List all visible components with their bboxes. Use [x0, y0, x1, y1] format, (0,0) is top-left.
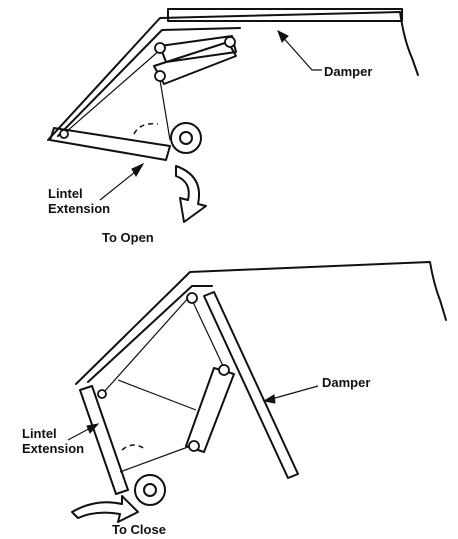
bottom-link-rod-1: [103, 295, 191, 393]
bottom-lintel-label-line2: Extension: [22, 441, 84, 456]
top-curved-arrow-icon: [175, 165, 207, 223]
top-rotation-arc: [133, 122, 159, 135]
bottom-damper-leader: [267, 385, 319, 401]
bottom-lintel-leader-arrowhead: [86, 423, 100, 434]
top-lintel-label-line2: Extension: [48, 201, 110, 216]
top-pivot-pin-3: [154, 70, 166, 82]
top-housing-outline: [47, 11, 419, 141]
top-link-rod: [65, 49, 161, 133]
top-pivot-pin-1: [154, 42, 166, 54]
bottom-curved-arrow-icon: [71, 495, 139, 523]
bottom-damper-label: Damper: [322, 375, 370, 390]
bottom-lintel-extension: [79, 385, 129, 495]
bottom-damper-plate: [203, 291, 299, 479]
bottom-rotation-arc: [121, 444, 147, 451]
top-view: Damper Lintel Extension To Open: [47, 8, 419, 245]
bottom-link-rod-3: [119, 443, 197, 473]
top-lintel-leader: [99, 167, 141, 201]
bottom-damper-leader-arrowhead: [262, 394, 276, 404]
bottom-housing-outline: [75, 261, 447, 385]
top-damper-leader-arrowhead: [277, 29, 289, 43]
bottom-handle-ring-icon: [134, 474, 166, 506]
bottom-view: Damper Lintel Extension To Close: [22, 261, 447, 537]
top-housing-inner: [57, 27, 241, 137]
top-lintel-extension: [49, 127, 171, 161]
bottom-lintel-label-line1: Lintel: [22, 426, 57, 441]
top-link-arm-upper: [159, 35, 237, 63]
top-damper-label: Damper: [324, 64, 372, 79]
top-damper-leader: [279, 33, 322, 71]
top-pivot-pin-4: [59, 129, 69, 139]
bottom-handle-ring-inner: [143, 483, 157, 497]
bottom-housing-inner: [87, 285, 213, 383]
top-link-rod-2: [159, 79, 171, 141]
top-action-label: To Open: [102, 230, 154, 245]
bottom-pivot-pin-2: [218, 364, 230, 376]
top-damper-plate: [167, 8, 403, 22]
bottom-link-rod-2: [117, 379, 197, 411]
bottom-link-arm: [185, 367, 235, 453]
top-link-arm-diagonal: [153, 41, 237, 85]
top-handle-ring-icon: [170, 122, 202, 154]
bottom-pivot-pin-3: [188, 440, 200, 452]
top-pivot-pin-2: [224, 36, 236, 48]
bottom-pivot-pin-1: [186, 292, 198, 304]
bottom-link-rod-4: [191, 299, 225, 369]
top-lintel-label-line1: Lintel: [48, 186, 83, 201]
bottom-action-label: To Close: [112, 522, 166, 537]
bottom-pivot-pin-4: [97, 389, 107, 399]
top-lintel-leader-arrowhead: [131, 162, 145, 177]
top-handle-ring-inner: [179, 131, 193, 145]
